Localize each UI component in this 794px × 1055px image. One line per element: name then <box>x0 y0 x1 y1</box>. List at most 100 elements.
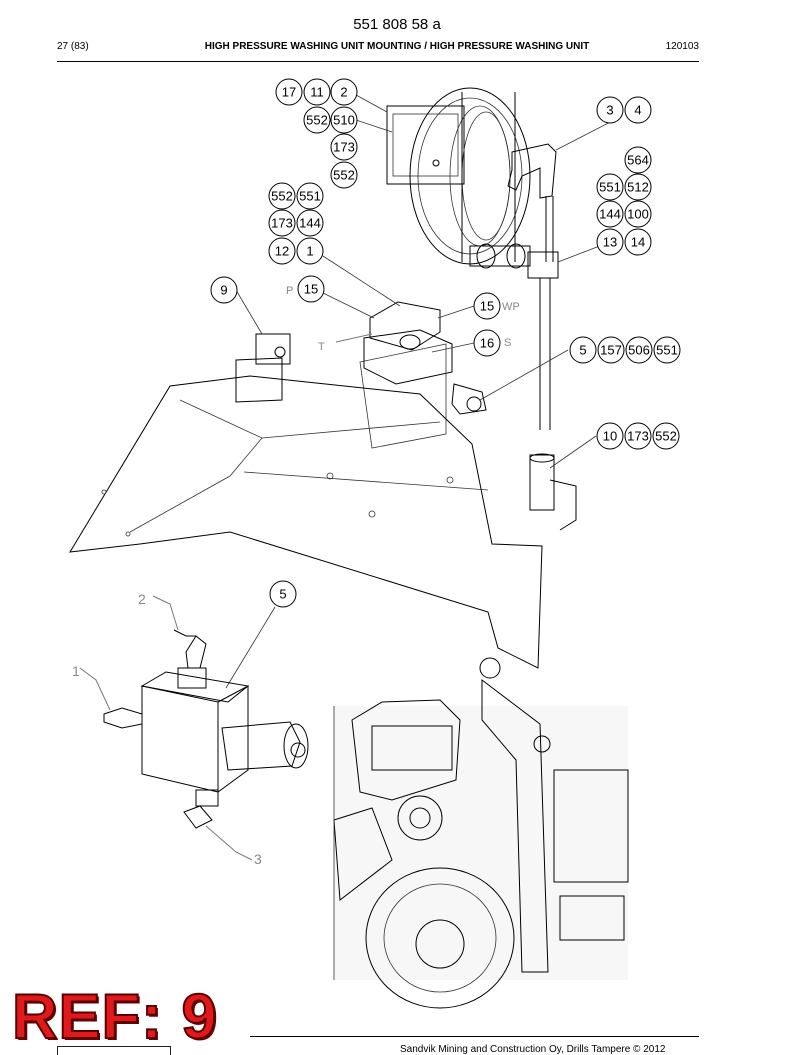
callout-5: 5 <box>569 336 597 364</box>
motor-cap <box>466 396 482 412</box>
callout-17: 17 <box>275 78 303 106</box>
footer-rule <box>250 1036 699 1037</box>
fender-cover <box>69 375 543 669</box>
machine-boom-eye <box>479 657 501 679</box>
svg-text:551: 551 <box>599 180 621 195</box>
fender-fold-side <box>129 437 263 533</box>
svg-text:15: 15 <box>480 299 494 314</box>
machine-frame <box>333 807 393 901</box>
reel-bracket-inner <box>392 113 459 177</box>
spray-gun <box>507 143 577 531</box>
page-title: HIGH PRESSURE WASHING UNIT MOUNTING / HI… <box>204 41 590 52</box>
svg-text:1: 1 <box>306 244 313 259</box>
callout-13: 13 <box>596 228 624 256</box>
switch-knob <box>274 346 286 358</box>
callout-157: 157 <box>597 336 625 364</box>
fender-hole-c <box>446 476 454 484</box>
fender-fold-top <box>179 399 441 439</box>
svg-text:9: 9 <box>220 283 227 298</box>
hose-reel <box>386 87 531 269</box>
pump-detail-bottom-fitting <box>195 789 219 807</box>
callout-506: 506 <box>625 336 653 364</box>
machine-wheel-rim <box>383 883 497 993</box>
pump-detail <box>103 606 309 829</box>
svg-text:4: 4 <box>634 103 641 118</box>
machine-tank <box>559 895 625 941</box>
port-label-p: P <box>286 285 293 297</box>
svg-text:173: 173 <box>271 216 293 231</box>
fender-hole-b <box>368 510 376 518</box>
svg-text:15: 15 <box>304 282 318 297</box>
pump-detail-motor-end <box>283 723 309 769</box>
page-date: 120103 <box>665 41 699 52</box>
callout-5-detail: 5 <box>269 580 297 608</box>
machine-pulley-hub <box>409 807 431 829</box>
reel-bracket-hole <box>432 159 440 167</box>
switch-box-body <box>255 333 291 365</box>
pump-detail-elbow-top <box>185 635 207 669</box>
callout-3: 3 <box>596 96 624 124</box>
callout-173: 173 <box>268 209 296 237</box>
lance-holder <box>527 251 559 279</box>
svg-text:552: 552 <box>306 113 328 128</box>
reel-base-clamp <box>469 245 531 267</box>
pump-fitting <box>399 334 421 350</box>
reel-hose-coil <box>449 105 511 247</box>
machine-boom <box>481 678 549 973</box>
svg-text:564: 564 <box>627 153 649 168</box>
svg-text:173: 173 <box>333 140 355 155</box>
pump-block <box>363 329 453 385</box>
pump-detail-side <box>217 685 249 793</box>
callout-552: 552 <box>652 422 680 450</box>
ref-stamp: REF: 9 <box>11 982 218 1052</box>
detail-label-1: 1 <box>72 663 80 679</box>
svg-text:144: 144 <box>299 216 321 231</box>
fender-hole-a <box>326 472 334 480</box>
callout-552: 552 <box>330 161 358 189</box>
svg-text:2: 2 <box>340 85 347 100</box>
svg-text:551: 551 <box>656 343 678 358</box>
fender-crease <box>243 471 489 491</box>
pump-detail-side-fitting <box>103 707 143 729</box>
machine-cabinet <box>553 769 629 883</box>
document-number: 551 808 58 a <box>353 16 441 33</box>
callout-14: 14 <box>624 228 652 256</box>
callout-173: 173 <box>330 133 358 161</box>
machine-boom-eye-b <box>533 735 551 753</box>
svg-text:16: 16 <box>480 336 494 351</box>
pump-detail-elbow-bottom <box>183 805 213 829</box>
svg-text:5: 5 <box>279 587 286 602</box>
callout-551: 551 <box>653 336 681 364</box>
svg-text:17: 17 <box>282 85 296 100</box>
callout-510: 510 <box>330 106 358 134</box>
svg-text:13: 13 <box>603 235 617 250</box>
pump-detail-elbow-nipple <box>173 629 196 637</box>
callout-173: 173 <box>624 422 652 450</box>
reel-clamp-ring-a <box>476 243 496 269</box>
callout-4: 4 <box>624 96 652 124</box>
valve-assembly <box>359 301 487 449</box>
machine-wheel <box>365 867 515 1009</box>
machine-pulley <box>397 795 443 841</box>
callout-564: 564 <box>624 146 652 174</box>
fender-outline <box>69 375 543 669</box>
port-label-t: T <box>318 341 325 353</box>
sandvik-logo <box>57 1046 171 1055</box>
svg-text:552: 552 <box>333 168 355 183</box>
callout-552: 552 <box>268 182 296 210</box>
svg-text:5: 5 <box>579 343 586 358</box>
callout-512: 512 <box>624 173 652 201</box>
callout-551: 551 <box>296 182 324 210</box>
svg-text:157: 157 <box>600 343 622 358</box>
svg-text:512: 512 <box>627 180 649 195</box>
svg-text:506: 506 <box>628 343 650 358</box>
footer-copyright: Sandvik Mining and Construction Oy, Dril… <box>400 1044 666 1055</box>
pump-detail-motor <box>221 721 301 771</box>
lance-cup-bracket <box>549 479 577 531</box>
svg-text:173: 173 <box>627 429 649 444</box>
callout-15: 15 <box>297 275 325 303</box>
callout-10: 10 <box>596 422 624 450</box>
callout-11: 11 <box>303 78 331 106</box>
lance-cup <box>529 454 555 511</box>
callout-552: 552 <box>303 106 331 134</box>
